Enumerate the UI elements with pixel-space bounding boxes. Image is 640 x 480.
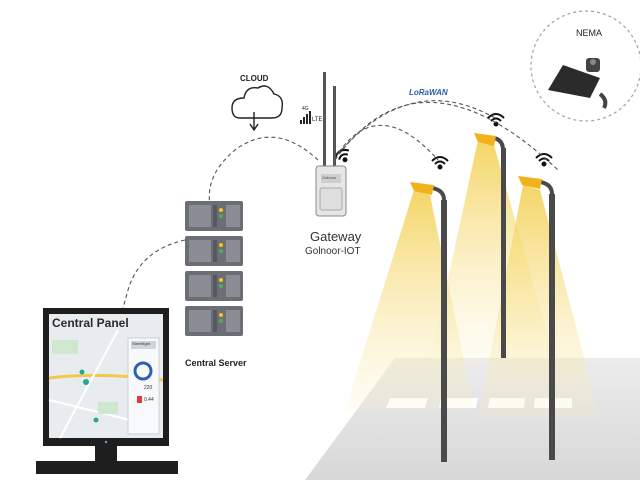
cloud-label: CLOUD [240,74,269,83]
lorawan-logo: LoRaWAN [409,88,448,97]
lamp-head [410,182,434,195]
status-ring-icon [133,361,153,381]
nema-label: NEMA [576,28,603,38]
pole [441,200,447,462]
wifi-icon [487,113,505,127]
wifi-icon [431,156,449,170]
gateway-brand-label: Golnoor [322,175,337,180]
map-marker-icon [83,379,89,385]
wifi-icon [535,153,553,167]
lamp-head [474,133,496,146]
status-badge [137,396,142,403]
central-server [185,201,243,336]
server-unit [185,236,243,266]
nema-callout [530,10,640,122]
gateway-title: Gateway [310,229,362,244]
antenna [333,86,336,168]
pole [549,194,555,460]
nema-socket-icon [590,59,596,65]
power-led [104,440,108,444]
light-beam-right [478,185,600,418]
panel-title: Central Panel [52,316,129,330]
network-badge: LTE [312,117,323,123]
status-widget [127,337,160,435]
streetlight-right [518,176,555,460]
road [305,358,640,480]
monitor-stand-base [36,461,178,474]
lamp-head [518,176,542,189]
server-label: Central Server [185,358,247,368]
network-badge-top: 4G [302,106,309,112]
signal-bars-icon [300,111,311,124]
gateway-subtitle: Golnoor-IOT [305,246,361,257]
monitor-stand-neck [95,446,117,462]
stat-value: 220 [144,385,153,391]
connection-lines [122,100,559,309]
antenna [323,72,326,168]
stat-value-2: 0.44 [144,397,154,403]
cloud-icon [231,85,284,132]
server-unit [185,306,243,336]
widget-header: Streetlight [132,341,151,346]
streetlight-center [474,133,506,358]
central-panel-monitor [36,308,178,474]
server-unit [185,271,243,301]
wifi-icon [334,148,350,163]
server-unit [185,201,243,231]
map-marker-icon [79,369,85,375]
gateway-device [315,72,347,217]
streetlight-left [410,182,447,462]
pole [501,148,506,358]
map-marker-icon [93,417,99,423]
